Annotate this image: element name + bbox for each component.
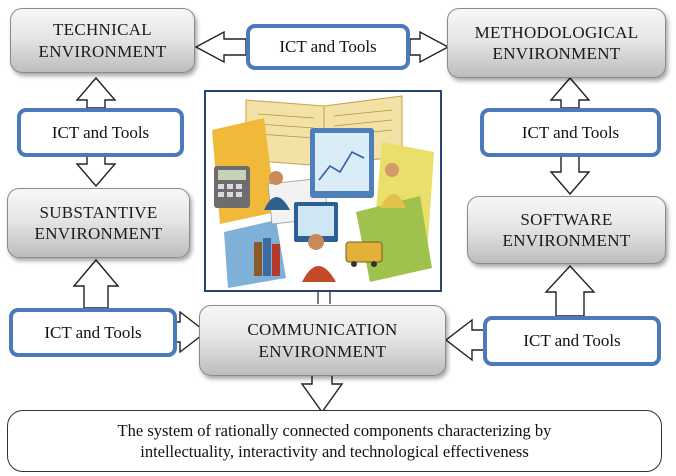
arrow-bottom-right-up (544, 264, 596, 317)
communication-environment-label: COMMUNICATION ENVIRONMENT (247, 320, 398, 361)
arrow-left-tools-up (75, 76, 117, 109)
arrow-right-tools-down (549, 155, 591, 196)
arrow-right-tools-up (549, 76, 591, 109)
ict-tools-box-top: ICT and Tools (246, 24, 410, 70)
ict-tools-box-right-lower: ICT and Tools (483, 316, 661, 366)
arrow-bottom-left-up (72, 258, 120, 309)
arrow-left-tools-down (75, 155, 117, 188)
software-environment-box: SOFTWARE ENVIRONMENT (467, 196, 666, 264)
arrow-tools-to-communication-right (444, 318, 485, 362)
communication-environment-box: COMMUNICATION ENVIRONMENT (199, 305, 446, 376)
substantive-environment-label: SUBSTANTIVE ENVIRONMENT (34, 202, 163, 243)
result-box: The system of rationally connected compo… (7, 410, 662, 472)
illustration-image (212, 95, 434, 288)
arrow-communication-to-result (300, 373, 344, 414)
substantive-environment-box: SUBSTANTIVE ENVIRONMENT (7, 188, 190, 258)
arrow-tools-to-methodological (409, 30, 450, 64)
technical-environment-box: TECHNICAL ENVIRONMENT (10, 8, 195, 73)
ict-tools-label: ICT and Tools (51, 122, 150, 142)
technical-environment-label: TECHNICAL ENVIRONMENT (38, 20, 167, 61)
methodological-environment-box: METHODOLOGICAL ENVIRONMENT (447, 8, 666, 78)
ict-tools-box-right-upper: ICT and Tools (480, 108, 661, 157)
ict-tools-label: ICT and Tools (279, 37, 377, 56)
methodological-environment-label: METHODOLOGICAL ENVIRONMENT (474, 22, 639, 63)
illustration-frame (204, 90, 442, 292)
arrow-tools-to-technical (194, 30, 247, 64)
result-text: The system of rationally connected compo… (117, 420, 552, 461)
software-environment-label: SOFTWARE ENVIRONMENT (502, 209, 631, 250)
ict-tools-label: ICT and Tools (521, 122, 620, 142)
ict-tools-box-left-upper: ICT and Tools (17, 108, 184, 157)
ict-tools-label: ICT and Tools (44, 322, 142, 342)
ict-tools-label: ICT and Tools (523, 331, 621, 350)
ict-tools-box-left-lower: ICT and Tools (9, 308, 177, 357)
